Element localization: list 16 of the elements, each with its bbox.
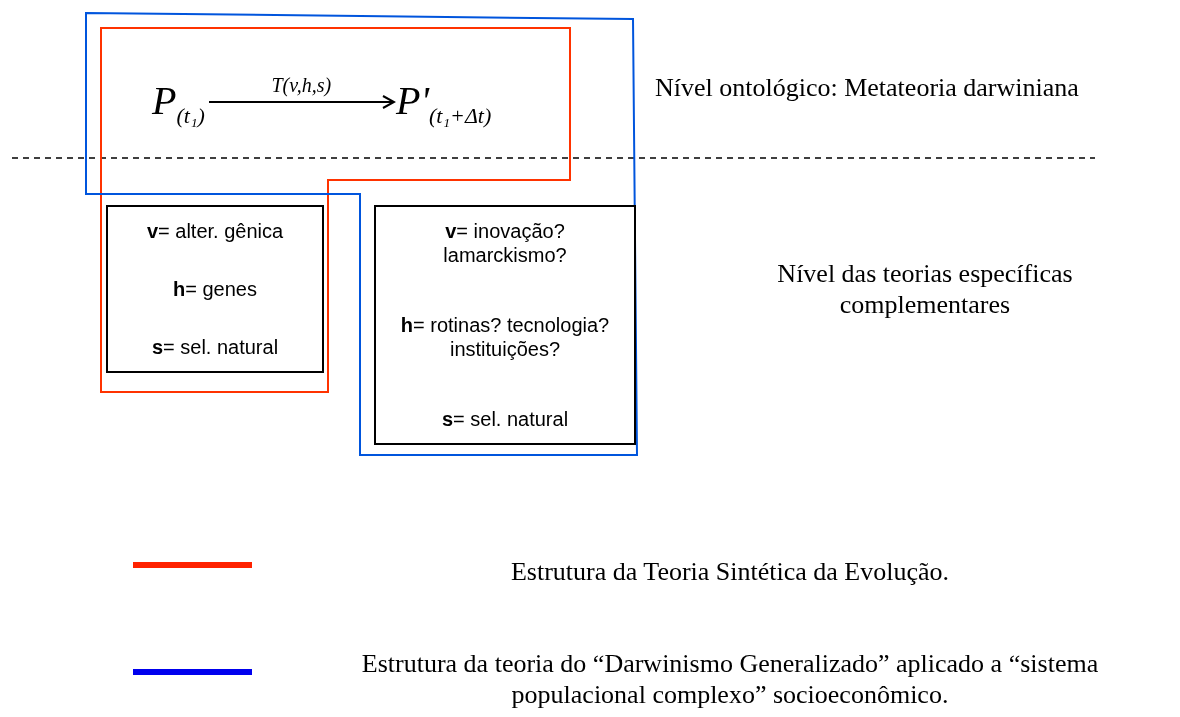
- theory-box: [106, 205, 324, 373]
- formula-term: P$_{(t₁)}$: [152, 76, 205, 141]
- parameter-text: h= genes: [172, 277, 258, 301]
- edge-label: T(v,h,s): [271, 74, 332, 97]
- legend-text: Estrutura da teoria do “Darwinismo Generalizado” aplicado a “sistema populacional complexo” socioeconômico.: [360, 648, 1100, 710]
- parameter-text: s= sel. natural: [150, 335, 280, 359]
- arrow: [208, 95, 395, 109]
- parameter-text: v= inovação? lamarckismo?: [442, 219, 568, 267]
- level-label: Nível das teorias específicas complementares: [776, 258, 1074, 320]
- theory-box: [374, 205, 636, 445]
- parameter-text: v= alter. gênica: [145, 219, 285, 243]
- parameter-text: s= sel. natural: [440, 407, 570, 431]
- formula-term: P'$_{(t₁+Δt)}$: [396, 76, 492, 141]
- level-label: Nível ontológico: Metateoria darwiniana: [655, 72, 1080, 103]
- parameter-text: h= rotinas? tecnologia? instituições?: [399, 313, 611, 361]
- legend-text: Estrutura da Teoria Sintética da Evolução.: [509, 556, 951, 587]
